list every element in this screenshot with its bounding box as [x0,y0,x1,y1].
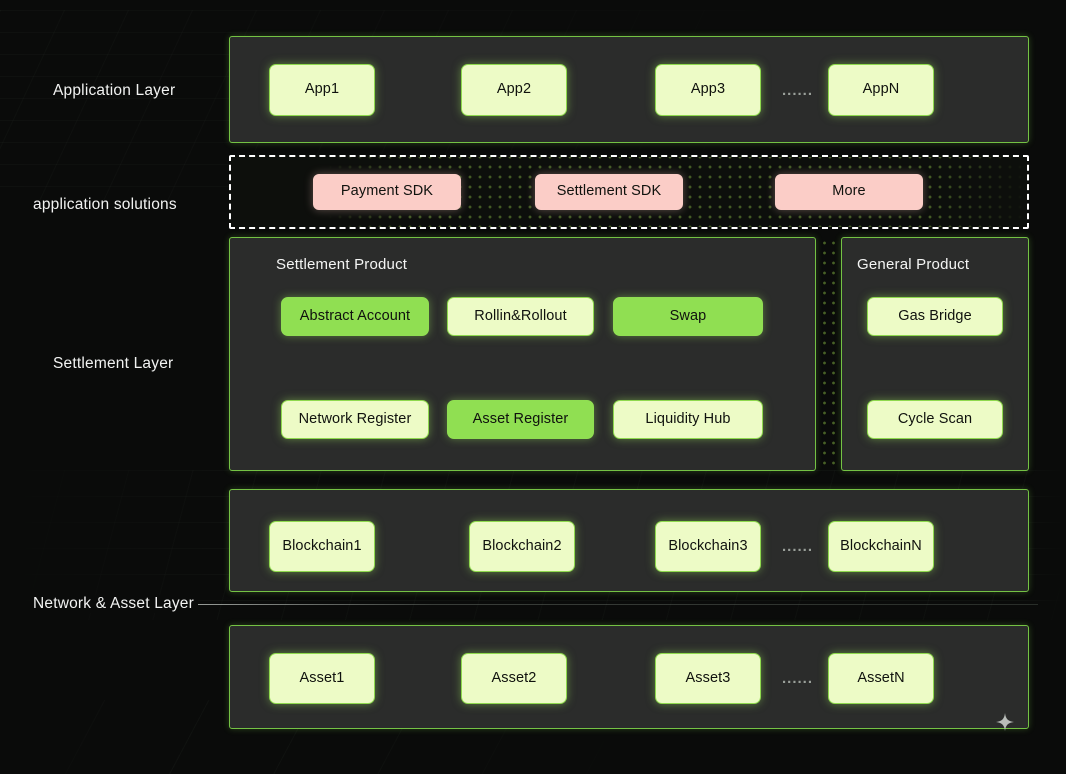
node-blockchain2[interactable]: Blockchain2 [469,521,575,572]
node-blockchain3[interactable]: Blockchain3 [655,521,761,572]
network-asset-layer-rule [198,604,1038,605]
node-blockchain1[interactable]: Blockchain1 [269,521,375,572]
ellipsis-application-layer: ...... [782,82,814,99]
node-settlement-sdk[interactable]: Settlement SDK [535,174,683,210]
node-app1[interactable]: App1 [269,64,375,116]
node-asset3[interactable]: Asset3 [655,653,761,704]
node-asset-register[interactable]: Asset Register [447,400,594,439]
layer-label-application: Application Layer [53,82,176,99]
node-liquidity-hub[interactable]: Liquidity Hub [613,400,763,439]
node-swap[interactable]: Swap [613,297,763,336]
node-asset1[interactable]: Asset1 [269,653,375,704]
node-rollin-rollout[interactable]: Rollin&Rollout [447,297,594,336]
node-app3[interactable]: App3 [655,64,761,116]
ellipsis-blockchain-layer: ...... [782,538,814,555]
node-more-sdk[interactable]: More [775,174,923,210]
layer-label-settlement: Settlement Layer [53,355,174,372]
node-network-register[interactable]: Network Register [281,400,429,439]
node-abstract-account[interactable]: Abstract Account [281,297,429,336]
layer-label-network-asset: Network & Asset Layer [33,595,198,613]
node-gas-bridge[interactable]: Gas Bridge [867,297,1003,336]
node-app2[interactable]: App2 [461,64,567,116]
node-asset2[interactable]: Asset2 [461,653,567,704]
node-appn[interactable]: AppN [828,64,934,116]
node-payment-sdk[interactable]: Payment SDK [313,174,461,210]
node-cycle-scan[interactable]: Cycle Scan [867,400,1003,439]
layer-label-application-solutions: application solutions [33,196,177,213]
general-product-title: General Product [857,256,970,273]
node-assetn[interactable]: AssetN [828,653,934,704]
ellipsis-asset-layer: ...... [782,670,814,687]
sparkle-icon [996,713,1014,731]
settlement-product-title: Settlement Product [276,256,408,273]
node-blockchainn[interactable]: BlockchainN [828,521,934,572]
panel-seam-dots [820,238,838,470]
